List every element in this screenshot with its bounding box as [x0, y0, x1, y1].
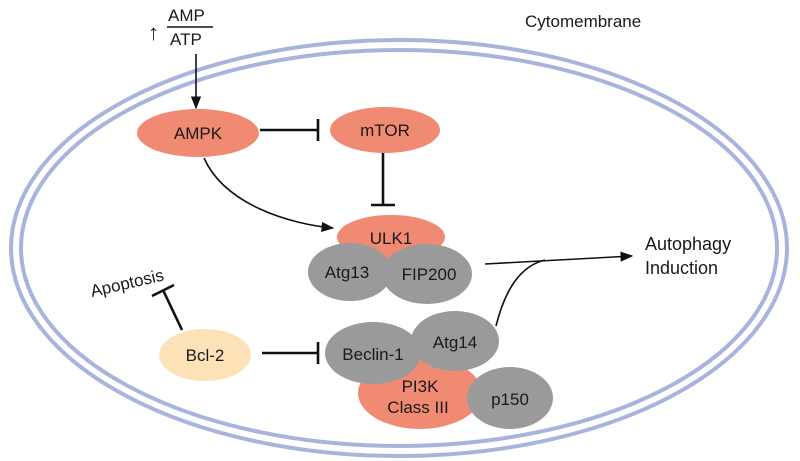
ampk-label: AMPK — [174, 124, 223, 143]
mtor-shape — [330, 107, 440, 153]
ulk1-complex: ULK1 Atg13 FIP200 — [308, 215, 472, 304]
node-ampk: AMPK — [137, 109, 259, 157]
membrane-outer — [9, 38, 789, 458]
membrane-inner — [19, 48, 779, 448]
bcl2-label: Bcl-2 — [186, 346, 225, 365]
atg13-shape — [308, 243, 392, 301]
autophagy-label-line1: Autophagy — [645, 234, 731, 254]
pi3k-label-line1: PI3K — [402, 377, 440, 396]
autophagy-label-line2: Induction — [645, 258, 718, 278]
p150-shape — [467, 367, 553, 429]
ulk1-label: ULK1 — [370, 229, 413, 248]
fip200-label: FIP200 — [402, 265, 457, 284]
edge-ampk-activates-ulk1 — [203, 157, 335, 233]
cell-membrane — [9, 38, 789, 458]
atg13-label: Atg13 — [325, 263, 369, 282]
atg14-shape — [411, 311, 499, 371]
fip200-shape — [382, 244, 472, 304]
atg14-label: Atg14 — [433, 333, 477, 352]
amp-atp-signal: ↑ AMP ATP — [148, 6, 213, 49]
ampk-shape — [137, 109, 259, 157]
edge-ulk1-to-autophagy — [484, 251, 634, 265]
node-mtor: mTOR — [330, 107, 440, 153]
beclin1-label: Beclin-1 — [342, 345, 403, 364]
pi3k-label-line2: Class III — [387, 398, 448, 417]
increase-arrow-icon: ↑ — [148, 20, 159, 45]
node-bcl2: Bcl-2 — [159, 329, 251, 381]
beclin1-shape — [325, 322, 421, 384]
pi3k-complex: PI3K Class III Beclin-1 Atg14 p150 — [325, 311, 553, 429]
edges — [151, 54, 634, 364]
bcl2-shape — [159, 329, 251, 381]
p150-label: p150 — [491, 390, 529, 409]
amp-label: AMP — [168, 6, 205, 25]
mtor-label: mTOR — [360, 121, 410, 140]
atp-label: ATP — [170, 30, 202, 49]
edge-bcl2-inhibits-apoptosis — [161, 289, 184, 331]
edge-bcl2-inhibits-apoptosis-bar — [151, 283, 175, 298]
cytomembrane-label: Cytomembrane — [525, 12, 641, 31]
edge-atg14-to-autophagy — [495, 259, 546, 327]
